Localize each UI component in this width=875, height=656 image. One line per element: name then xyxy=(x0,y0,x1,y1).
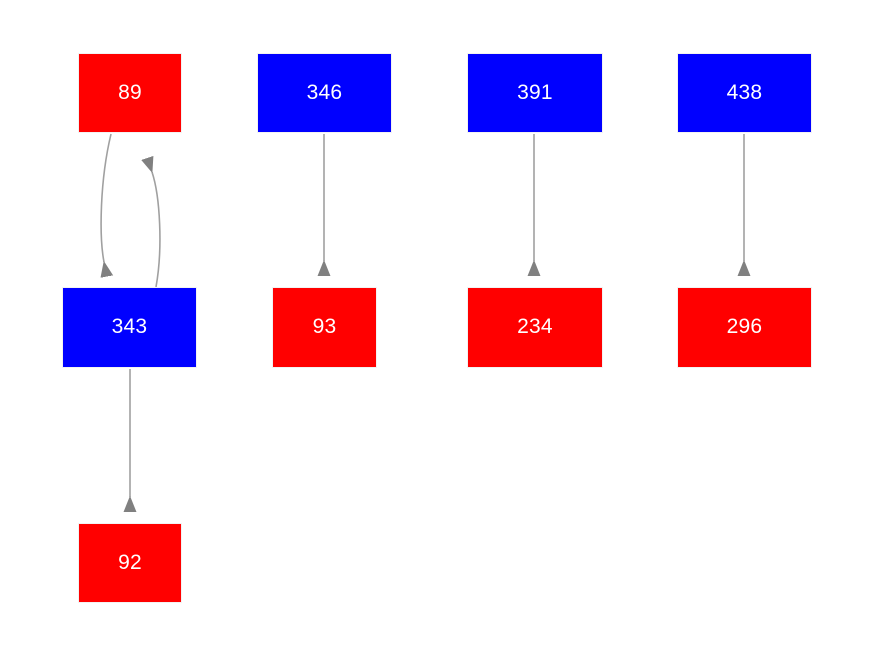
graph-node-296[interactable]: 296 xyxy=(677,287,812,368)
graph-node-438[interactable]: 438 xyxy=(677,53,812,133)
graph-node-234[interactable]: 234 xyxy=(467,287,603,368)
node-label: 296 xyxy=(726,315,763,338)
node-label: 234 xyxy=(517,315,553,338)
node-label: 92 xyxy=(118,550,142,574)
graph-node-343[interactable]: 343 xyxy=(62,287,197,368)
node-label: 343 xyxy=(111,315,148,338)
graph-node-93[interactable]: 93 xyxy=(272,287,377,368)
node-label: 89 xyxy=(118,80,142,104)
node-label: 93 xyxy=(312,315,337,338)
graph-node-346[interactable]: 346 xyxy=(257,53,392,133)
graph-node-92[interactable]: 92 xyxy=(78,523,182,603)
node-label: 346 xyxy=(306,80,343,104)
edge-89-to-343 xyxy=(101,133,111,262)
graph-node-391[interactable]: 391 xyxy=(467,53,603,133)
edge-343-to-89 xyxy=(152,172,161,288)
node-label: 391 xyxy=(517,80,553,104)
node-label: 438 xyxy=(726,80,763,104)
graph-node-89[interactable]: 89 xyxy=(78,53,182,133)
